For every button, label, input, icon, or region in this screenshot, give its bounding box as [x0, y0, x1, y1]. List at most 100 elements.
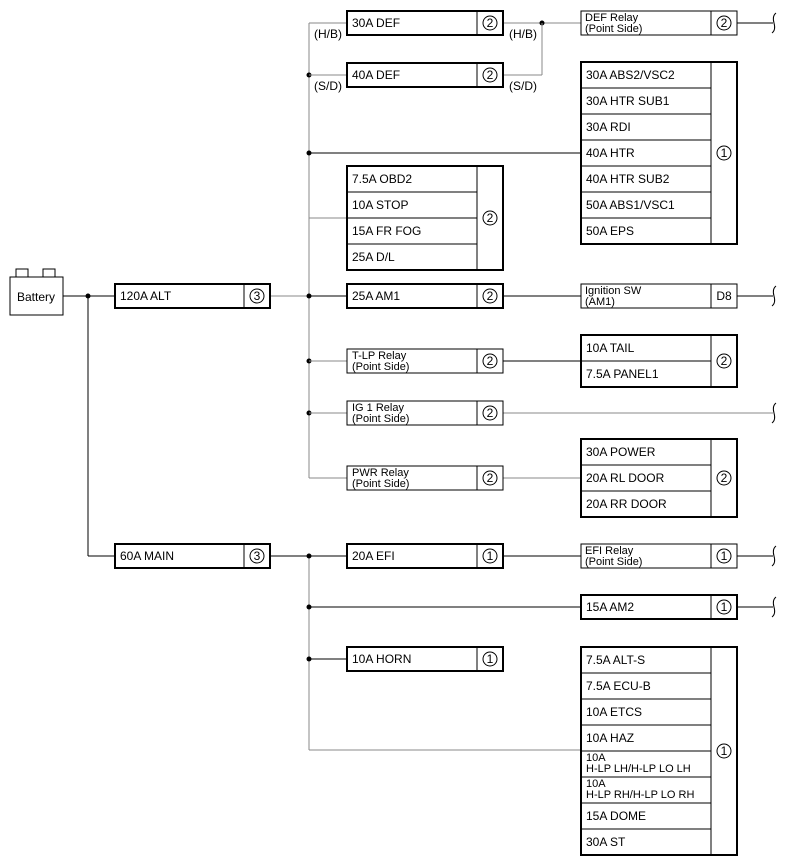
- circle-number: 3: [254, 549, 261, 563]
- group-fuse-label: 10A ETCS: [586, 705, 642, 719]
- endpoint-label-line1: Ignition SW: [585, 285, 642, 297]
- group-fuse-label: 10A STOP: [352, 198, 408, 212]
- circle-number: 2: [487, 211, 494, 225]
- circle-number: 1: [721, 146, 728, 160]
- group-fuse-label-line: 10A: [586, 752, 606, 764]
- fuse-label: 40A DEF: [352, 68, 400, 82]
- circle-number-icon: [716, 353, 732, 369]
- group-fuse-label: 30A ST: [586, 835, 626, 849]
- main-fuse-main: 60A MAIN 3: [114, 543, 271, 569]
- continuation-brace: [771, 12, 777, 34]
- circle-number: 2: [487, 354, 494, 368]
- battery: Battery: [9, 268, 64, 316]
- battery-body: [9, 276, 64, 316]
- group-fuse-label: 20A RR DOOR: [586, 497, 667, 511]
- group-fuse-label: 50A EPS: [586, 224, 634, 238]
- group-fuse-label-line: H-LP LH/H-LP LO LH: [586, 763, 691, 775]
- group-fuse-label: 7.5A PANEL1: [586, 367, 659, 381]
- circle-number-icon: [249, 288, 265, 304]
- fuse-label: 60A MAIN: [120, 549, 174, 563]
- continuation-brace: [771, 285, 777, 307]
- group-fuse-label: 7.5A ECU-B: [586, 679, 651, 693]
- circle-number: 1: [721, 600, 728, 614]
- relay-pwr: PWR Relay (Point Side) 2: [346, 465, 504, 491]
- circle-number: 2: [487, 16, 494, 30]
- circle-number: 3: [254, 289, 261, 303]
- fuse-10a-horn: 10A HORN 1: [346, 646, 504, 672]
- group-fuse-label: 50A ABS1/VSC1: [586, 198, 675, 212]
- relay-label-line2: (Point Side): [352, 413, 409, 425]
- relay-label-line2: (Point Side): [352, 361, 409, 373]
- wire-label-hb: (H/B): [509, 27, 537, 41]
- connector-code: D8: [716, 289, 732, 303]
- circle-number-icon: [716, 599, 732, 615]
- group-fuse-label: 15A DOME: [586, 809, 646, 823]
- circle-number-icon: [716, 15, 732, 31]
- fuse-40a-def: 40A DEF 2: [346, 62, 504, 88]
- fuse-label: 10A HORN: [352, 652, 411, 666]
- endpoint-ignition-sw: Ignition SW (AM1) D8: [580, 283, 738, 309]
- battery-terminal: [15, 268, 29, 278]
- fuse-25a-am1: 25A AM1 2: [346, 283, 504, 309]
- relay-label-line1: IG 1 Relay: [352, 402, 404, 414]
- relay-t-lp: T-LP Relay (Point Side) 2: [346, 348, 504, 374]
- group-fuse-label: 15A FR FOG: [352, 224, 421, 238]
- group-fuse-label-line: 10A: [586, 778, 606, 790]
- group-fuse-label: 20A RL DOOR: [586, 471, 665, 485]
- continuation-brace: [771, 402, 777, 424]
- group-fuse-label: 25A D/L: [352, 250, 395, 264]
- fuse-label: 120A ALT: [120, 289, 172, 303]
- endpoint-efi-relay: EFI Relay (Point Side) 1: [580, 543, 738, 569]
- circle-number-icon: [716, 548, 732, 564]
- circle-number: 1: [721, 744, 728, 758]
- circle-number-icon: [482, 15, 498, 31]
- circle-number-icon: [482, 651, 498, 667]
- group-fuse-label: 7.5A OBD2: [352, 172, 412, 186]
- relay-label-line1: PWR Relay: [352, 467, 409, 479]
- endpoint-label-line1: DEF Relay: [585, 12, 639, 24]
- circle-number-icon: [482, 288, 498, 304]
- continuation-brace: [771, 596, 777, 618]
- relay-label-line2: (Point Side): [352, 478, 409, 490]
- fuse-label: 15A AM2: [586, 600, 634, 614]
- fuse-group-obd-group: 7.5A OBD2 10A STOP 15A FR FOG 25A D/L 2: [346, 165, 504, 271]
- circle-number: 2: [487, 406, 494, 420]
- fuse-15a-am2: 15A AM2 1: [580, 594, 738, 620]
- circle-number: 2: [487, 289, 494, 303]
- circle-number-icon: [716, 145, 732, 161]
- group-fuse-label: 30A POWER: [586, 445, 656, 459]
- group-fuse-label: 10A HAZ: [586, 731, 634, 745]
- group-fuse-label: 40A HTR: [586, 146, 635, 160]
- circle-number: 1: [487, 652, 494, 666]
- endpoint-label-line2: (Point Side): [585, 556, 642, 568]
- wire-label-hb: (H/B): [314, 27, 342, 41]
- fuse-20a-efi: 20A EFI 1: [346, 543, 504, 569]
- fuse-label: 25A AM1: [352, 289, 400, 303]
- relay-ig1: IG 1 Relay (Point Side) 2: [346, 400, 504, 426]
- circle-number-icon: [482, 405, 498, 421]
- circle-number: 2: [721, 354, 728, 368]
- group-fuse-label: 30A RDI: [586, 120, 631, 134]
- circle-number: 1: [487, 549, 494, 563]
- group-fuse-label-line: H-LP RH/H-LP LO RH: [586, 789, 694, 801]
- group-fuse-label: 30A ABS2/VSC2: [586, 68, 675, 82]
- wires: [63, 12, 777, 751]
- battery-terminal: [42, 268, 56, 278]
- endpoint-label-line1: EFI Relay: [585, 545, 634, 557]
- circle-number-icon: [482, 67, 498, 83]
- endpoint-label-line2: (Point Side): [585, 23, 642, 35]
- circle-number: 2: [487, 471, 494, 485]
- endpoint-label-line2: (AM1): [585, 296, 615, 308]
- circle-number-icon: [716, 743, 732, 759]
- relay-label-line1: T-LP Relay: [352, 350, 407, 362]
- circle-number: 2: [721, 16, 728, 30]
- circle-number-icon: [482, 210, 498, 226]
- continuation-brace: [771, 545, 777, 567]
- circle-number: 1: [721, 549, 728, 563]
- main-fuse-alt: 120A ALT 3: [114, 283, 271, 309]
- fuse-label: 30A DEF: [352, 16, 400, 30]
- group-fuse-label: 7.5A ALT-S: [586, 653, 645, 667]
